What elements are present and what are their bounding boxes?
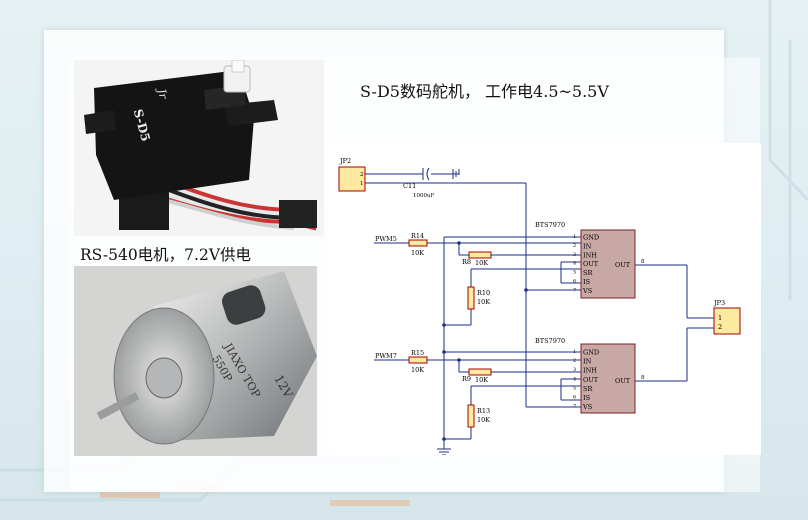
bts-top-out-pin: 8 (641, 259, 645, 265)
motor-caption: RS-540电机，7.2V供电 (80, 246, 252, 264)
bts-top-pin-number: 4 (573, 261, 576, 267)
bts-top-pin-out: OUT (583, 260, 599, 268)
bts-top-pin-number: 1 (573, 234, 576, 240)
r15-label: R15 (411, 349, 424, 357)
bts-bottom-pin-gnd: GND (583, 349, 599, 357)
bts-bottom-pin-sr: SR (583, 385, 593, 393)
bts-bottom-pin-number: 4 (573, 376, 576, 382)
bts-top-pin-number: 7 (573, 287, 576, 293)
motor-photo: JIAXO TOP 550P 12V (74, 266, 317, 456)
servo-photo: S-D5 Jr (74, 60, 324, 236)
bts-top-pin-vs: VS (582, 287, 592, 295)
c11-value: 1000uF (413, 193, 435, 199)
jp3-pin2: 2 (718, 323, 722, 331)
bts-top-pin-number: 3 (573, 252, 576, 258)
r13-value: 10K (477, 416, 490, 424)
bts-bottom-pin-number: 6 (573, 395, 576, 401)
circuit-schematic: JP2 2 1 C11 1000uF R14 10K R8 10K R10 10… (329, 143, 761, 456)
bts-top-pin-number: 5 (573, 270, 576, 276)
servo-brand: Jr (154, 86, 170, 101)
bts-bottom-pin-vs: VS (582, 403, 592, 411)
bts-bottom-pin-number: 5 (573, 385, 576, 391)
servo-caption: S-D5数码舵机， 工作电4.5~5.5V (360, 82, 609, 101)
pwm7-label: PWM7 (375, 352, 397, 360)
bts-top-pin-in: IN (583, 242, 592, 250)
bts-top-pin-number: 6 (573, 279, 576, 285)
bts-top-pin-inh: INH (583, 251, 597, 259)
r14-label: R14 (411, 232, 424, 240)
bts-top-pin-number: 2 (573, 243, 576, 249)
bts-bottom-pin-number: 2 (573, 358, 576, 364)
r9-value: 10K (475, 376, 488, 384)
bts-bottom-pin-number: 7 (573, 404, 576, 410)
jp2-pin2: 2 (360, 172, 364, 178)
bts-bottom-pin-number: 3 (573, 367, 576, 373)
bts-top-label: BTS7970 (535, 221, 565, 229)
jp2-label: JP2 (339, 157, 351, 165)
bts-bottom-out: OUT (615, 377, 631, 385)
bts-bottom-label: BTS7970 (535, 337, 565, 345)
bts-top-pin-sr: SR (583, 269, 593, 277)
bts-top-pin-gnd: GND (583, 234, 599, 242)
jp2-pin1: 1 (360, 181, 364, 187)
bts-top-pin-is: IS (583, 278, 590, 286)
r14-value: 10K (411, 249, 424, 257)
r8-value: 10K (475, 259, 488, 267)
bts-bottom-pin-out: OUT (583, 376, 599, 384)
r9-label: R9 (462, 375, 471, 383)
r15-value: 10K (411, 366, 424, 374)
pwm5-label: PWM5 (375, 235, 397, 243)
r10-label: R10 (477, 289, 490, 297)
jp3-label: JP3 (713, 299, 725, 307)
bts-top-out: OUT (615, 261, 631, 269)
bts-bottom-pin-inh: INH (583, 367, 597, 375)
r10-value: 10K (477, 298, 490, 306)
bts-bottom-pin-is: IS (583, 394, 590, 402)
bts-bottom-pin-number: 1 (573, 349, 576, 355)
bts-bottom-pin-in: IN (583, 358, 592, 366)
jp3-pin1: 1 (718, 314, 722, 322)
c11-label: C11 (403, 182, 416, 190)
r13-label: R13 (477, 407, 490, 415)
bts-bottom-out-pin: 8 (641, 375, 645, 381)
r8-label: R8 (462, 258, 471, 266)
